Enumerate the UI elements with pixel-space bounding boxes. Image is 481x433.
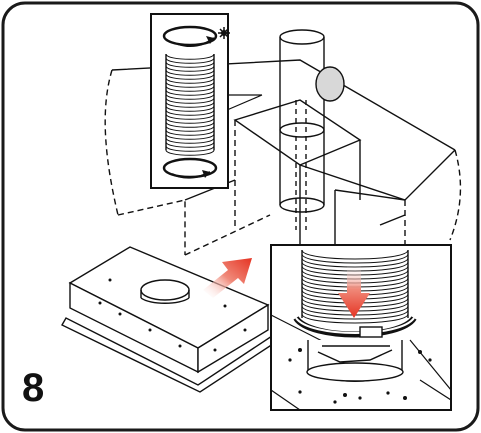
hose-clamp — [293, 315, 417, 338]
hose-rib — [165, 53, 215, 60]
hose-rib — [165, 57, 215, 64]
hood-unit — [61, 246, 277, 393]
lift-arrow-icon — [203, 258, 252, 298]
hose-rib — [165, 117, 215, 124]
hose-rib — [165, 97, 215, 104]
hose-rib — [301, 309, 409, 320]
hose-rib — [165, 77, 215, 84]
push-down-arrow-icon — [338, 265, 370, 318]
hose-rib — [165, 81, 215, 88]
hood-spigot — [306, 340, 404, 382]
screw-holes — [288, 348, 432, 404]
flexible-hose — [165, 53, 215, 156]
vertical-duct — [279, 29, 345, 230]
hose-rib — [165, 93, 215, 100]
hose-rib — [165, 89, 215, 96]
step-number: 8 — [22, 366, 45, 410]
cabinet-outline — [104, 59, 462, 256]
hose-rib — [165, 125, 215, 132]
connection-inset — [270, 244, 452, 411]
rotate-arrow-icon — [177, 27, 230, 47]
top-clamp-ring — [162, 25, 218, 47]
hose-rib — [165, 105, 215, 112]
hose-rib — [165, 69, 215, 76]
hose-rib — [165, 113, 215, 120]
hose-rib — [301, 249, 409, 260]
hose-rib — [165, 73, 215, 80]
hose-rib — [301, 253, 409, 264]
hose-rib — [165, 101, 215, 108]
hose-inset — [150, 13, 230, 189]
hood-outlet — [140, 279, 190, 301]
hose-rib — [165, 145, 215, 152]
callout-pointer — [226, 94, 263, 111]
hose-rib — [165, 109, 215, 116]
hose-rib — [165, 149, 215, 156]
hose-rib — [165, 137, 215, 144]
hose-rib — [165, 121, 215, 128]
hose-rib — [165, 65, 215, 72]
hood-top-surface — [271, 314, 451, 410]
hose-rib — [301, 313, 409, 324]
hose-rib — [165, 133, 215, 140]
rotate-arrow-icon — [171, 170, 211, 179]
hose-rib — [165, 85, 215, 92]
hose-rib — [165, 141, 215, 148]
hose-rib — [165, 61, 215, 68]
duct-side-outlet — [315, 66, 345, 102]
hose-rib — [165, 129, 215, 136]
